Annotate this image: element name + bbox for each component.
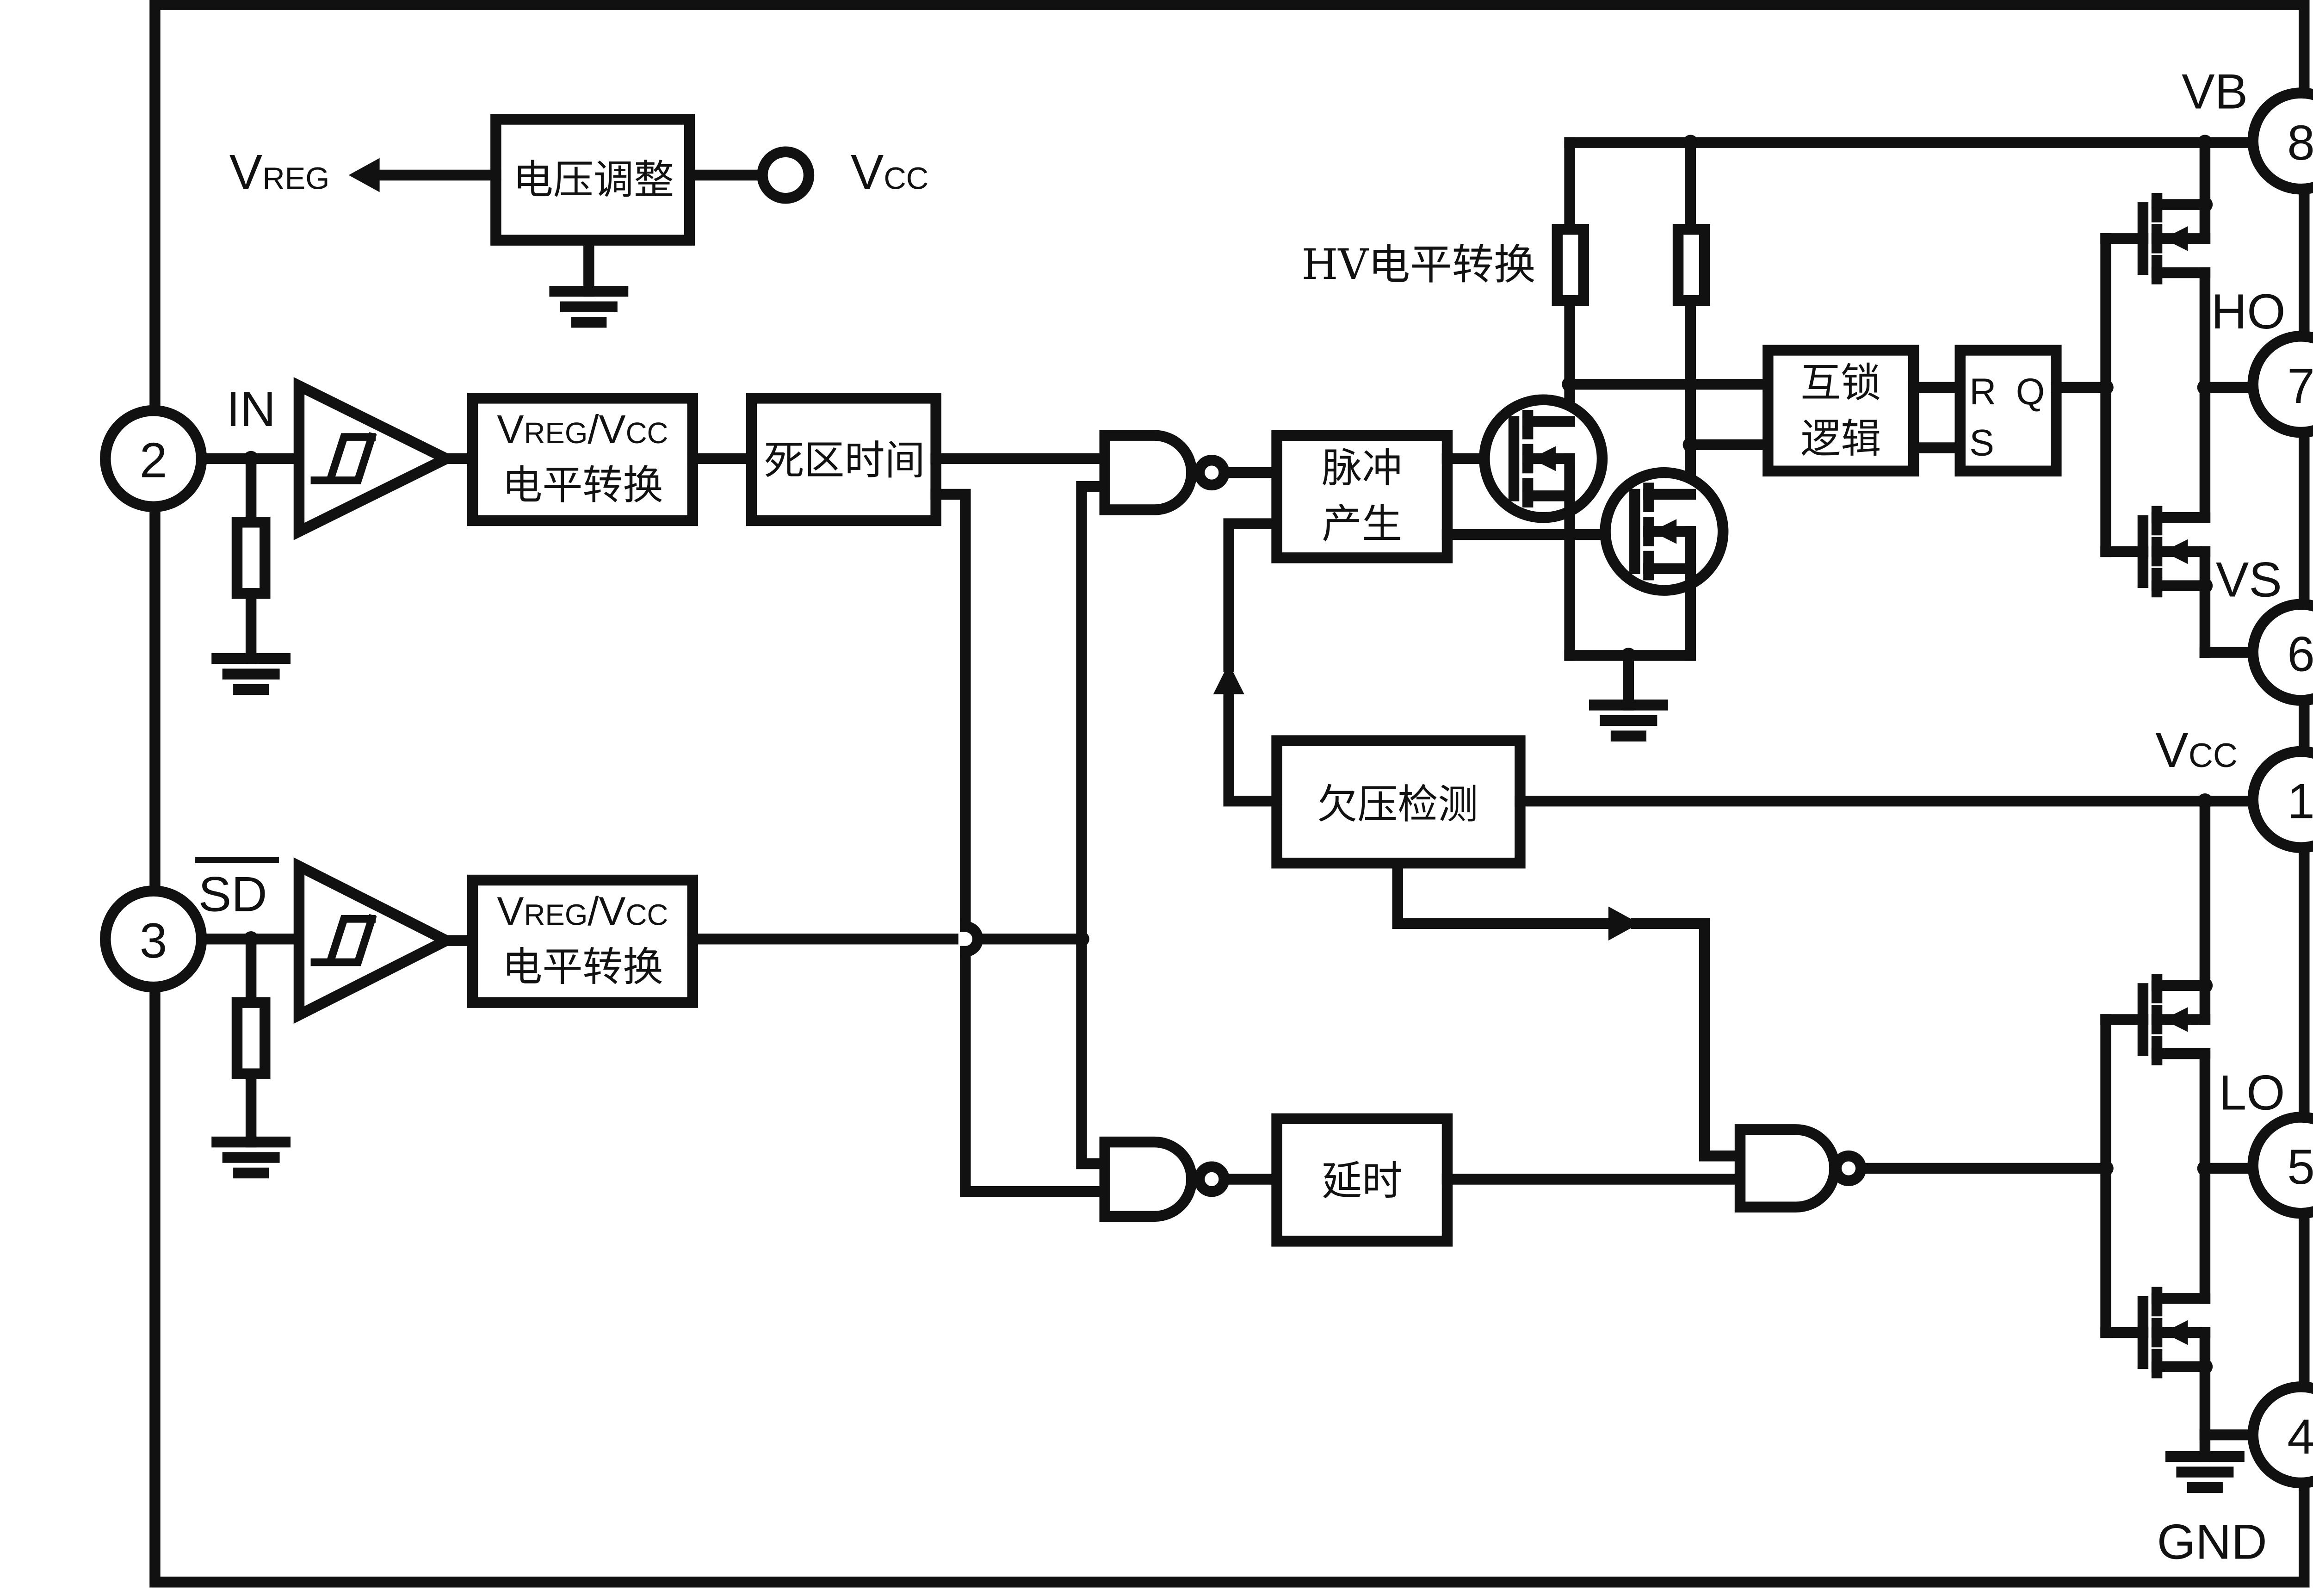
sd-input-chain: 3 SD VREG/VCC 电平转换 [100, 857, 698, 1179]
pin-2-label: IN [226, 381, 276, 437]
ground-icon [211, 653, 291, 695]
hv-mosfet-right [1600, 467, 1729, 596]
latch-q-label: Q [2016, 371, 2045, 413]
pulse-generator-label-2: 产生 [1322, 500, 1402, 547]
low-side-delay: 延时 [1271, 1113, 2111, 1247]
hv-resistor-right [1672, 224, 1710, 306]
pin-7-label: HO [2211, 284, 2286, 339]
delay-block [1271, 1113, 1453, 1247]
vreg-label: VREG [229, 144, 330, 200]
pin-8 [2247, 87, 2313, 195]
sd-level-shift-block [467, 874, 698, 1008]
pin-8-number: 8 [2287, 115, 2313, 170]
hv-mosfet-left [1479, 394, 1608, 523]
nand-gate-low [1099, 1136, 1197, 1222]
dead-time-block [746, 393, 941, 526]
ground-icon [211, 1136, 291, 1179]
delay-label: 延时 [1322, 1157, 1402, 1204]
latch-r-label: R [1969, 371, 1996, 413]
rs-latch-block [1954, 345, 2062, 476]
pin-6-label: VS [2216, 552, 2282, 607]
hv-level-shift: HV电平转换 [1302, 135, 2213, 742]
vcc-input-label: VCC [851, 144, 928, 200]
sd-schmitt-buffer [293, 857, 458, 1024]
pin-8-label: VB [2182, 63, 2248, 119]
sd-level-shift-label-2: 电平转换 [502, 943, 663, 990]
interlock-block [1763, 345, 1919, 476]
interlock-label-2: 逻辑 [1800, 415, 1881, 462]
pin-4-group: 4 GND [2157, 1381, 2313, 1570]
regulator-block-label: 电压调整 [513, 156, 674, 204]
pin-5-group: 5 LO [2219, 1064, 2313, 1219]
pulse-generator-label-1: 脉冲 [1322, 445, 1402, 492]
pin-6-number: 6 [2287, 626, 2313, 681]
pin-6 [2247, 599, 2313, 706]
nand-gate-low-output [1734, 1124, 1840, 1212]
vreg-arrow-icon [348, 158, 380, 192]
pin-1 [2247, 746, 2313, 853]
in-level-shift-label-2: 电平转换 [502, 462, 663, 509]
uvlo-label: 欠压检测 [1317, 781, 1478, 828]
high-side-lower-fet [2137, 506, 2213, 598]
pin-1-group: 1 VCC [2155, 722, 2313, 853]
pin-4-label: GND [2157, 1514, 2267, 1570]
hv-resistor-left [1552, 224, 1589, 306]
sd-level-shift-label-1: VREG/VCC [497, 889, 668, 934]
high-side-output [2100, 137, 2258, 658]
interlock-latch: 互锁 逻辑 R S Q [1763, 345, 2114, 476]
pin-5-number: 5 [2287, 1139, 2313, 1194]
gating-logic [687, 430, 1282, 1222]
in-schmitt-buffer [293, 377, 459, 540]
uvlo-to-low-arrow-icon [1608, 906, 1639, 941]
pin-8-group: 8 VB [2182, 63, 2313, 195]
in-input-chain: 2 IN VREG/VCC 电平转换 死区时间 [100, 377, 941, 695]
voltage-regulator: 电压调整 VREG VCC [229, 114, 928, 328]
dead-time-label: 死区时间 [764, 437, 925, 484]
ground-icon [2165, 1451, 2245, 1493]
ground-icon [549, 285, 629, 328]
pin-7 [2247, 331, 2313, 438]
pulse-generator-block [1271, 430, 1453, 563]
hysteresis-icon [310, 914, 377, 966]
vcc-input-terminal [757, 146, 815, 204]
hysteresis-icon [310, 432, 377, 484]
pin-6-group: 6 VS [2216, 552, 2313, 706]
pin-4-number: 4 [2287, 1409, 2313, 1464]
interlock-label-1: 互锁 [1800, 359, 1881, 406]
uvlo-to-pulse-arrow-icon [1213, 663, 1244, 694]
ground-icon [1589, 699, 1668, 742]
pin-3-number: 3 [140, 913, 167, 968]
hv-level-shift-label: HV电平转换 [1302, 241, 1536, 289]
pin-1-number: 1 [2287, 773, 2313, 829]
pin-7-number: 7 [2287, 358, 2313, 414]
uvlo: 欠压检测 [1213, 518, 2213, 1162]
pin-3-label: SD [198, 866, 267, 922]
pin-1-label: VCC [2155, 722, 2238, 778]
pin-7-group: 7 HO [2211, 284, 2313, 438]
pin-4 [2247, 1381, 2313, 1489]
pin-5 [2247, 1112, 2313, 1219]
sd-pulldown-resistor [231, 997, 271, 1079]
pin-5-label: LO [2219, 1064, 2285, 1120]
in-pulldown-resistor [231, 517, 271, 599]
pin-2-number: 2 [140, 433, 167, 488]
in-level-shift-label-1: VREG/VCC [497, 407, 668, 452]
nand-gate-high [1099, 430, 1197, 515]
latch-s-label: S [1969, 422, 1994, 464]
low-side-output [2098, 795, 2258, 1493]
